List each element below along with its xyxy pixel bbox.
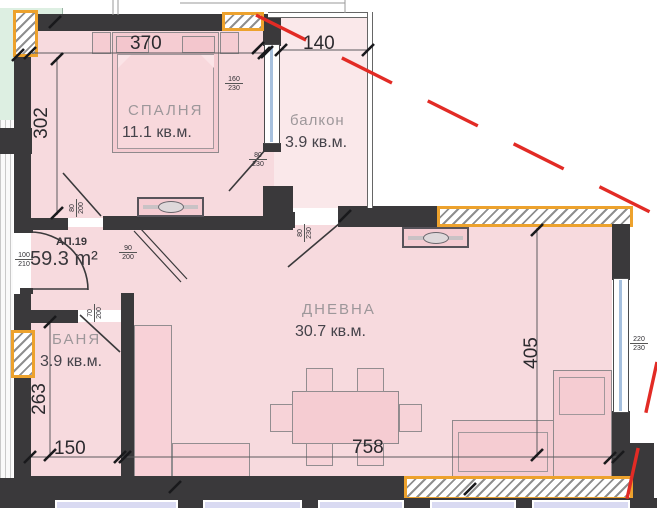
kitchen-counter-left [134,325,172,478]
dim-758: 758 [352,437,384,458]
nightstand-left [92,32,111,54]
num: 160 [228,76,240,83]
bedroom-name: СПАЛНЯ [128,102,204,119]
den: 200 [119,252,137,261]
num: 80 [297,229,304,237]
dim-405: 405 [521,337,542,369]
chair [306,443,333,466]
bed-mattress [117,54,214,149]
hall-door-size: 90 200 [119,245,137,261]
sofa-cushion [458,432,548,472]
stairs-stripes [0,120,13,508]
balcony-wall-top [268,12,373,18]
wall-bottom [14,476,404,500]
balcony-door-size: 80 230 [249,152,267,168]
wall-bedroom-bottom-a [30,218,68,230]
den: 230 [630,343,648,352]
neighbor-room-below [430,500,516,508]
neighbor-room-below [203,500,302,508]
sofa-vertical [553,370,612,478]
neighbor-room-below [318,500,404,508]
num: 100 [18,252,30,259]
balcony-wall-right [367,12,373,208]
balcony-window-size: 160 230 [225,76,243,92]
pillow-right [182,36,215,53]
bath-area: 3.9 кв.м. [40,353,103,370]
nightstand-right [220,32,239,54]
column-top-mid [222,12,264,31]
apartment-total-area: 59.3 m² [30,248,98,270]
dim-263: 263 [29,383,50,415]
wall-bedroom-bottom-b [103,216,293,230]
living-window-size: 220 230 [630,336,648,352]
den: 230 [249,159,267,168]
tv-console-bedroom [137,197,204,217]
num: 220 [633,336,645,343]
balcony-name: балкон [290,112,345,129]
dim-370: 370 [130,33,162,54]
den: 200 [94,304,103,322]
sofa-cushion [559,377,605,415]
dim-302: 302 [31,107,52,139]
num: 70 [87,309,94,317]
chair [399,404,422,432]
window-cap-bottom [263,143,281,152]
tv-oval [157,201,184,213]
column-top-left [13,10,38,57]
num: 80 [69,204,76,212]
den: 230 [225,83,243,92]
den: 210 [15,259,33,268]
wall-bath-right [121,293,134,478]
neighbor-room-below [55,500,178,508]
column-left [11,330,35,378]
wall-top [14,14,281,31]
adjacent-room-teal-side [0,8,14,120]
entrance-jamb-bottom [20,288,33,294]
apartment-number: АП.19 [56,236,87,248]
tv-oval [422,231,449,244]
tv-console-living [402,227,469,248]
living-name: ДНЕВНА [302,301,376,318]
chair [270,404,293,432]
bath-door-size: 70 200 [87,304,103,322]
wall-hatch-bottom [404,476,633,500]
opening-stub-left [281,212,295,228]
entrance-door-size: 100 210 [15,252,33,268]
kitchen-counter-bottom [172,443,250,478]
bedroom-area: 11.1 кв.м. [122,124,192,141]
neighbor-room-below [532,500,630,508]
wall-bath-top [30,310,78,323]
bath-name: БАНЯ [52,331,102,348]
balcony-window-glass [270,46,273,142]
den: 200 [76,199,85,217]
wall-left-mid [14,154,31,233]
den: 230 [304,224,313,242]
dim-140: 140 [303,33,335,54]
entrance-jamb-top [20,227,33,233]
dim-150: 150 [54,438,86,459]
wall-left-bump [0,128,32,154]
wall-hatch-top-right [437,206,633,227]
num: 90 [124,245,132,252]
living-window-glass [619,280,622,411]
living-area: 30.7 кв.м. [295,323,366,340]
blanket-fold-left [118,55,131,68]
chair [357,368,384,392]
dining-table [292,391,399,444]
balcony-area: 3.9 кв.м. [285,134,348,151]
blanket-fold-right [201,55,214,68]
chair [357,443,384,466]
wall-right-upper [612,224,630,280]
living-opening-size: 80 230 [297,224,313,242]
wall-left-lower [14,294,31,332]
wall-living-top [338,206,437,227]
num: 80 [254,152,262,159]
bedroom-door-size: 80 200 [69,199,85,217]
chair [306,368,333,392]
